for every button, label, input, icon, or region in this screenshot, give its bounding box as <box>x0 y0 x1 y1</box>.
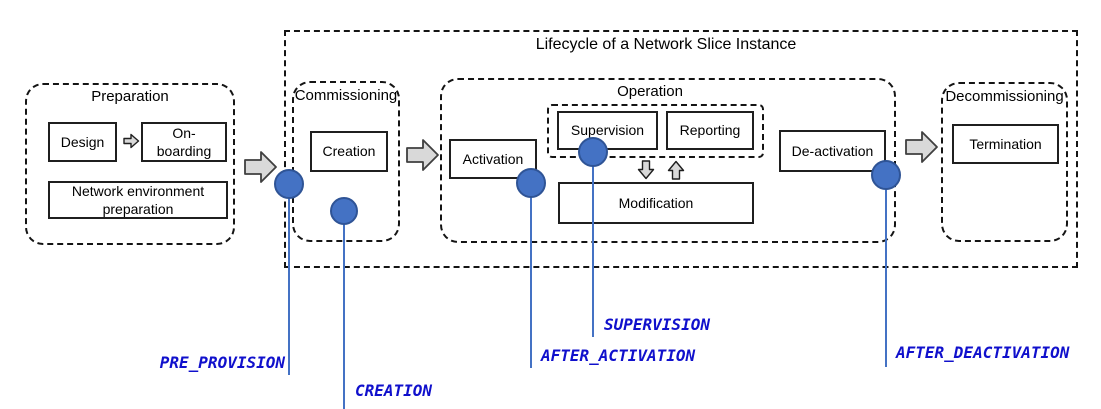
after-deactivation-leader-line <box>885 188 887 367</box>
after-deactivation-marker <box>871 160 901 190</box>
supervision-reporting-group <box>547 104 764 158</box>
pre-provision-marker <box>274 169 304 199</box>
supervision-label: SUPERVISION <box>604 315 710 334</box>
phase-preparation-title: Preparation <box>91 88 169 105</box>
preparation-to-commissioning-arrow-icon <box>244 151 277 183</box>
design-to-onboarding-arrow-icon <box>123 133 140 149</box>
reporting-box: Reporting <box>666 111 754 150</box>
diagram-title: Lifecycle of a Network Slice Instance <box>535 36 797 53</box>
supervision-leader-line <box>592 164 594 337</box>
phase-decommissioning-box <box>941 82 1068 242</box>
supervision-box: Supervision <box>557 111 658 150</box>
pre-provision-leader-line <box>288 196 290 375</box>
creation-leader-line <box>343 222 345 409</box>
activation-box: Activation <box>449 139 537 179</box>
after-deactivation-label: AFTER_DEACTIVATION <box>896 343 1070 362</box>
creation-label: CREATION <box>355 381 433 400</box>
phase-operation-title: Operation <box>617 83 683 100</box>
network-environment-preparation-box: Network environment preparation <box>48 181 228 219</box>
phase-preparation-box <box>25 83 235 245</box>
after-activation-label: AFTER_ACTIVATION <box>541 346 696 365</box>
phase-commissioning-title: Commissioning <box>294 87 398 104</box>
after-activation-marker <box>516 168 546 198</box>
design-box: Design <box>48 122 117 162</box>
arrow-down-icon <box>637 160 655 180</box>
lifecycle-boundary <box>284 30 1078 268</box>
pre-provision-label: PRE_PROVISION <box>159 353 285 372</box>
commissioning-to-operation-arrow-icon <box>406 139 439 171</box>
creation-box: Creation <box>310 131 388 172</box>
supervision-marker <box>578 137 608 167</box>
modification-box: Modification <box>558 182 754 224</box>
phase-commissioning-box <box>292 81 400 242</box>
deactivation-box: De-activation <box>779 130 886 172</box>
after-activation-leader-line <box>530 196 532 368</box>
operation-to-decommissioning-arrow-icon <box>905 131 938 163</box>
arrow-up-icon <box>667 160 685 180</box>
termination-box: Termination <box>952 124 1059 164</box>
phase-decommissioning-title: Decommissioning <box>945 88 1064 105</box>
phase-operation-box <box>440 78 896 243</box>
creation-marker <box>330 197 358 225</box>
onboarding-box: On- boarding <box>141 122 227 162</box>
